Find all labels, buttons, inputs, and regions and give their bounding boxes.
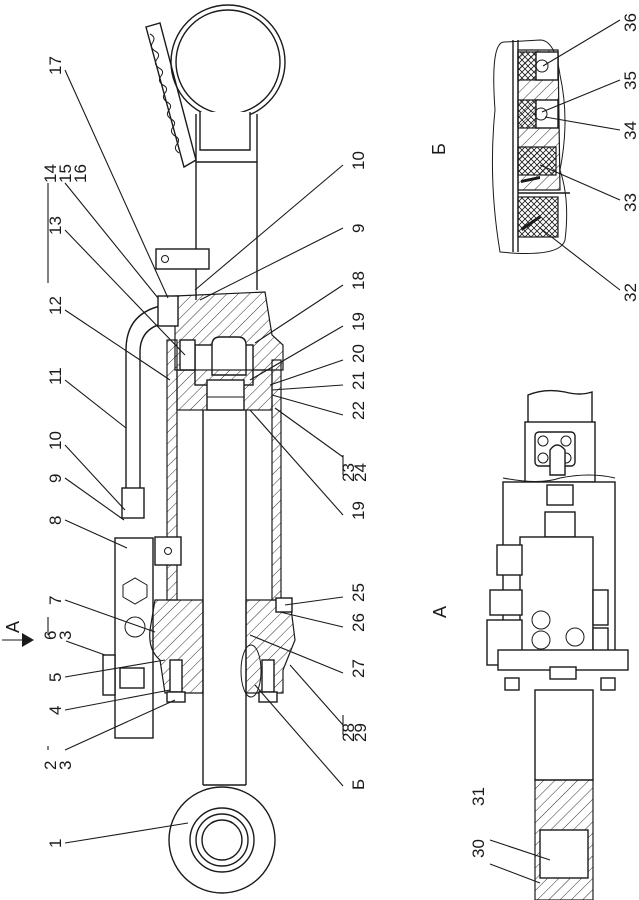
callout-31: 31 [469,787,488,806]
callout-34: 34 [621,121,639,140]
callout-15: 15 [56,164,75,183]
view-a: 31 30 А [430,389,629,900]
callout-11: 11 [46,367,65,385]
callout-17: 17 [46,56,65,75]
callout-24: 24 [351,463,370,482]
callout-27: 27 [349,659,368,678]
callout-35: 35 [621,71,639,90]
callout-3a: 3 [56,761,75,770]
top-clevis [145,4,286,300]
callout-20: 20 [349,344,368,363]
view-a-title: А [430,606,450,618]
callout-9b: 9 [349,224,368,233]
callout-12: 12 [46,296,65,315]
callout-16: 16 [71,164,90,183]
callout-6: 6 [41,631,60,640]
callout-29: 29 [351,723,370,742]
callout-detail-b: Б [349,779,368,790]
main-section-view: 1 2 3 4 5 6 3 7 8 9 10 11 12 13 14 15 16… [2,4,370,894]
detail-b-view: Б 36 35 34 33 32 [429,13,639,302]
callout-36: 36 [621,13,639,32]
callout-33: 33 [621,193,639,212]
callouts-main-left: 1 2 3 4 5 6 3 7 8 9 10 11 12 13 14 15 16… [3,56,90,848]
view-a-arrow-label: А [3,621,23,633]
callout-23: 23 [339,463,358,482]
callout-8: 8 [46,516,65,525]
callout-10b: 10 [349,151,368,170]
callout-18: 18 [349,271,368,290]
callout-21: 21 [349,371,368,390]
callout-5: 5 [46,673,65,682]
callout-1: 1 [46,839,65,848]
leaders-left [2,69,189,844]
hose-line [121,295,179,519]
valve-block [102,536,182,739]
callout-30: 30 [469,839,488,858]
callout-14: 14 [41,164,60,183]
detail-b-title: Б [429,143,449,155]
callout-22: 22 [349,401,368,420]
callout-19a: 19 [349,312,368,331]
callouts-main-right: 10 9 18 19 20 21 22 23 24 19 25 26 27 28… [339,151,370,790]
rod-eye [168,784,276,894]
callout-4: 4 [46,706,65,715]
callout-10a: 10 [46,431,65,450]
callout-7: 7 [46,596,65,605]
callout-25: 25 [349,583,368,602]
callout-13: 13 [46,216,65,235]
callout-32: 32 [621,283,639,302]
callout-9a: 9 [46,474,65,483]
callout-2: 2 [41,761,60,770]
callout-26: 26 [349,613,368,632]
leaders-right [194,164,344,787]
cylinder-tube [166,339,282,785]
callout-19b: 19 [349,501,368,520]
callout-3b: 3 [56,631,75,640]
callout-28: 28 [339,723,358,742]
rod-gland [149,597,296,703]
